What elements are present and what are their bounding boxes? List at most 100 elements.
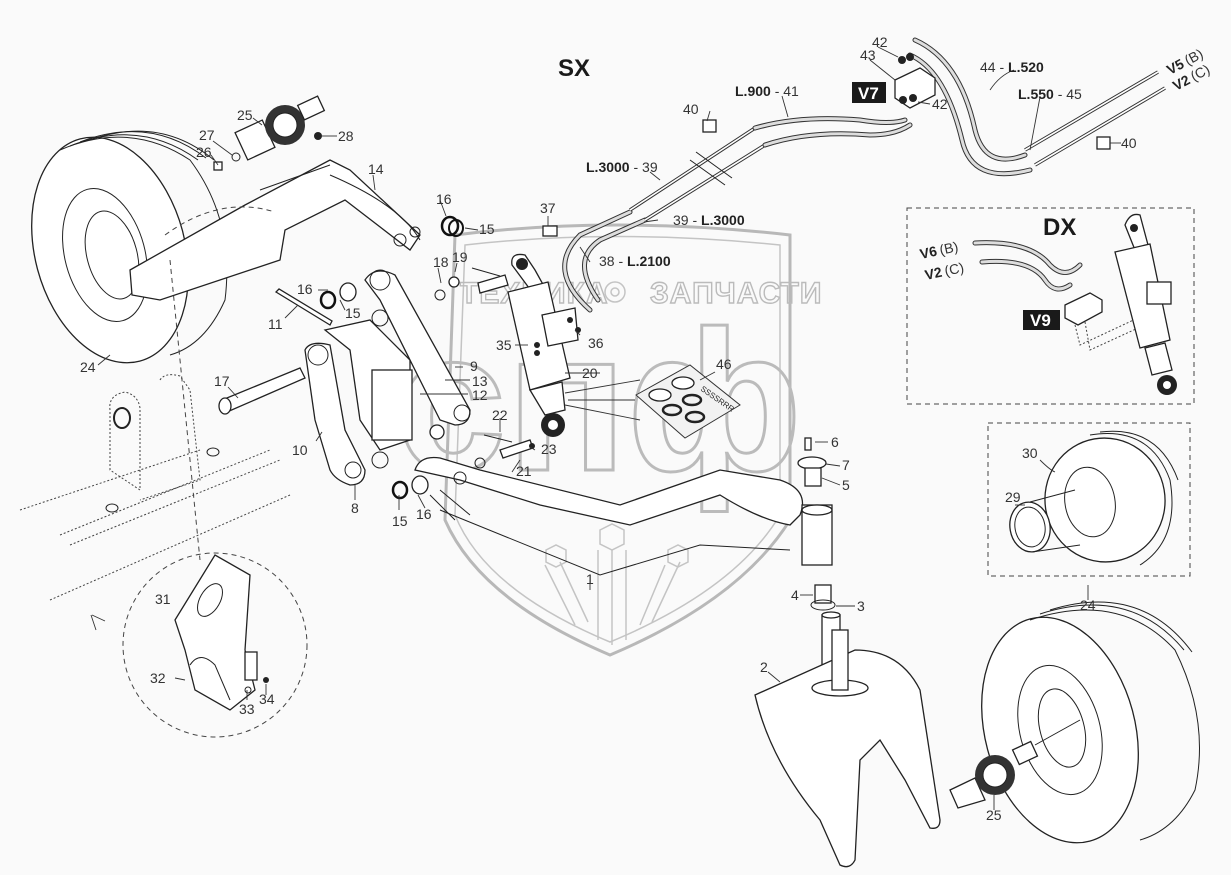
callout-25-top: 25 [237, 107, 253, 123]
callout-25-bottom: 25 [986, 807, 1002, 823]
callout-27: 27 [199, 127, 215, 143]
callout-15-upper: 15 [479, 221, 495, 237]
callout-15-middle: 15 [345, 305, 361, 321]
pin-17 [218, 367, 306, 415]
callout-11: 11 [268, 316, 283, 332]
callout-36: 36 [588, 335, 604, 351]
callout-24-right: 24 [1080, 597, 1096, 613]
callout-17: 17 [214, 373, 230, 389]
side-label-sx: SX [558, 55, 590, 82]
callout-24-left: 24 [80, 359, 96, 375]
callout-42-lower: 42 [932, 96, 948, 112]
port-labels: V5(B) V2(C) V6(B) V2(C) [918, 45, 1212, 283]
hose-label-38: 38 - L.2100 [599, 253, 671, 269]
dx-cylinder [1114, 213, 1177, 395]
callout-32: 32 [150, 670, 166, 686]
hub-25-bottom [949, 719, 1081, 809]
hose-label-44: 44 - L.520 [980, 59, 1044, 75]
hose-label-39-lower: 39 - L.3000 [673, 212, 745, 228]
hose-label-39-upper: L.3000 - 39 [586, 159, 658, 175]
clamp-40-upper [702, 119, 717, 133]
break-mark [689, 151, 733, 186]
callout-19: 19 [452, 249, 468, 265]
pin-21 [483, 434, 535, 459]
callout-10: 10 [292, 442, 308, 458]
clamp-37 [542, 225, 558, 237]
rim-detail-box [987, 422, 1191, 577]
valve-tag-v7-text: V7 [858, 84, 879, 103]
watermark-wheat-icon [544, 523, 689, 645]
hose-44 [907, 37, 1033, 177]
callout-40-upper: 40 [683, 101, 699, 117]
hose-38 [562, 209, 648, 313]
scraper-assembly [174, 554, 269, 711]
dx-hoses [972, 240, 1083, 292]
link-10 [304, 309, 413, 486]
callout-28: 28 [338, 128, 354, 144]
dx-detail-box [906, 207, 1195, 405]
watermark-text-right: ЗАПЧАСТИ [650, 277, 822, 310]
hose-label-41: L.900 - 41 [735, 83, 799, 99]
lever-arm-1 [414, 456, 804, 576]
callout-14: 14 [368, 161, 384, 177]
fork-2 [754, 611, 941, 868]
callout-43: 43 [860, 47, 876, 63]
callout-3: 3 [857, 598, 865, 614]
watermark-gear-icon [604, 281, 626, 303]
callout-21: 21 [516, 463, 532, 479]
callout-6: 6 [831, 434, 839, 450]
callout-40-right: 40 [1121, 135, 1137, 151]
side-label-dx: DX [1043, 214, 1076, 241]
callout-15-lower: 15 [392, 513, 408, 529]
callout-5: 5 [842, 477, 850, 493]
callout-22: 22 [492, 407, 508, 423]
callout-26: 26 [196, 144, 212, 160]
callout-7: 7 [842, 457, 850, 473]
callout-23: 23 [541, 441, 557, 457]
valve-tag-v9-text: V9 [1030, 311, 1051, 330]
valve-block-dx [1064, 292, 1161, 351]
leader-lines [90, 46, 1121, 810]
hose-45 [1024, 70, 1166, 167]
wheel-left [31, 130, 228, 364]
callout-33: 33 [239, 701, 255, 717]
callout-20: 20 [582, 365, 598, 381]
callout-12: 12 [472, 387, 488, 403]
spring-15-lower [391, 475, 429, 500]
callout-16-middle: 16 [297, 281, 313, 297]
hydraulic-cylinder-20 [507, 253, 581, 437]
pivot-assembly [797, 437, 836, 611]
callout-35: 35 [496, 337, 512, 353]
hose-label-45: L.550 - 45 [1018, 86, 1082, 102]
hub-25-top [213, 95, 326, 171]
callout-46: 46 [716, 356, 732, 372]
bolt-11 [274, 288, 333, 326]
callout-34: 34 [259, 691, 275, 707]
callout-16-lower: 16 [416, 506, 432, 522]
callouts: 1 2 3 4 5 6 7 8 9 10 11 12 13 14 15 15 1… [80, 34, 1137, 823]
valve-tag-v7: V7 [852, 82, 886, 103]
hose-labels: 44 - L.520 L.550 - 45 L.900 - 41 L.3000 … [586, 59, 1082, 269]
seal-kit-46: SSSSRRR [635, 364, 741, 439]
callout-8: 8 [351, 500, 359, 516]
callout-9: 9 [470, 358, 478, 374]
plate-9 [364, 269, 471, 440]
spring-15-middle [319, 282, 357, 310]
wheel-right [981, 601, 1200, 844]
port-label-v6: V6(B) [918, 238, 959, 262]
detail-circle [122, 552, 308, 738]
spring-15-upper [440, 215, 464, 237]
hose-39 [629, 126, 766, 222]
callout-42-upper: 42 [872, 34, 888, 50]
callout-30: 30 [1022, 445, 1038, 461]
frame-bracket-dotted [19, 374, 291, 601]
bolt-top-cylinder [471, 267, 501, 277]
callout-29: 29 [1005, 489, 1021, 505]
watermark: ТЕХНИКА ЗАПЧАСТИ спф [394, 223, 822, 657]
clamp-40-right [1096, 136, 1111, 150]
valve-tag-v9: V9 [1023, 310, 1060, 330]
callout-37: 37 [540, 200, 556, 216]
port-label-v5: V5(B) [1164, 45, 1206, 77]
callout-31: 31 [155, 591, 171, 607]
